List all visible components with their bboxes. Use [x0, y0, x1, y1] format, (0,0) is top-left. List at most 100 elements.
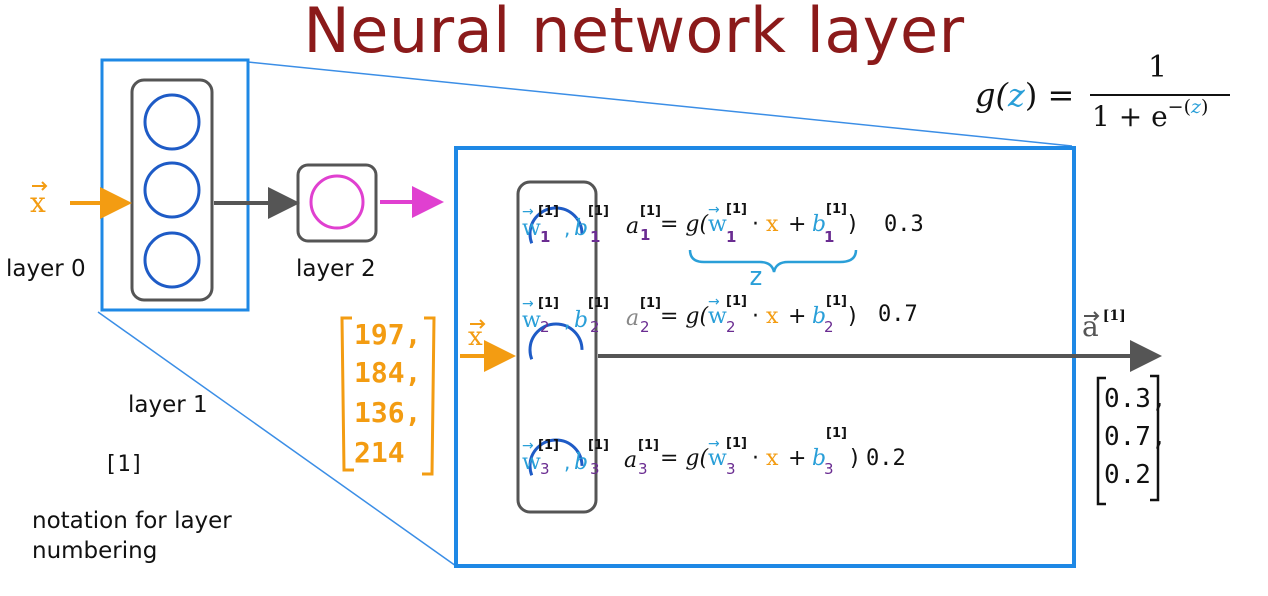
neuron-1-w2: w: [708, 212, 727, 237]
neuron-2-w2-sub: 2: [726, 318, 736, 336]
neuron-2-b-sup: [1]: [588, 296, 609, 311]
neuron-2-dot: ·: [752, 304, 759, 329]
neuron-2-b2-sub: 2: [824, 318, 834, 336]
neuron-1-b2-sup: [1]: [826, 202, 847, 217]
output-a-label: a[1]: [1082, 308, 1126, 343]
neuron-2-a: a: [626, 306, 640, 331]
input-vector-bracket-left: [340, 316, 354, 472]
neuron-1-b-sup: [1]: [588, 204, 609, 219]
layer0-label: layer 0: [6, 256, 86, 282]
neuron-row-2: w → [1] 2 , b [1] 2 a [1] 2 = g( w → [1]…: [518, 294, 958, 350]
neuron-3-w2-arrow: →: [708, 436, 720, 452]
layer2-label: layer 2: [296, 256, 376, 282]
output-vector-bracket-right: [1150, 374, 1160, 502]
detail-x-vector-arrow: [470, 319, 486, 329]
neuron-1-w2-arrow: →: [708, 202, 720, 218]
neuron-2-w-sup: [1]: [538, 296, 559, 311]
notation-line-1: notation for layer: [32, 508, 232, 534]
neuron-3-w-arrow: →: [522, 438, 534, 454]
neuron-1-b: b: [574, 216, 589, 241]
sigmoid-numerator: 1: [1148, 50, 1168, 85]
input-x-label: x: [30, 186, 46, 219]
notation-line-2: numbering: [32, 538, 158, 564]
neuron-3-w-sub: 3: [540, 460, 550, 478]
neuron-1-value: 0.3: [884, 212, 924, 237]
neuron-2-w-sub: 2: [540, 318, 550, 336]
neuron-2-eq: = g(: [660, 304, 709, 329]
layer2-neuron: [309, 174, 365, 230]
sigmoid-exponent: −(z): [1167, 96, 1209, 118]
output-vector-value-1: 0.3,: [1104, 384, 1167, 414]
neuron-1-w-arrow: →: [522, 204, 534, 220]
neuron-2-b2-sup: [1]: [826, 294, 847, 309]
detail-neuron-2: [528, 322, 584, 378]
input-x-vector-arrow: [32, 181, 48, 191]
input-vector-value-1: 197,: [354, 318, 422, 351]
neuron-3-b2-sup: [1]: [826, 426, 847, 441]
neuron-2-w2: w: [708, 304, 727, 329]
detail-layer-box: [516, 180, 598, 514]
neuron-2-x: x: [766, 304, 779, 329]
layer1-label: layer 1: [128, 392, 208, 418]
sigmoid-fn: g(: [975, 76, 1008, 114]
input-vector-bracket-right: [422, 316, 436, 476]
neuron-1-w-sup: [1]: [538, 204, 559, 219]
neuron-3-a-sub: 3: [638, 460, 648, 478]
neuron-1-w: w: [522, 216, 541, 241]
z-brace-label: z: [748, 262, 764, 292]
neuron-3-a: a: [624, 448, 638, 473]
neuron-1-w-sub: 1: [540, 228, 551, 246]
neuron-1-a-sub: 1: [640, 226, 651, 244]
neuron-3-plus: +: [788, 446, 807, 471]
neuron-3-value: 0.2: [866, 446, 906, 471]
neuron-2-plus: +: [788, 304, 807, 329]
neuron-1-plus: +: [788, 212, 807, 237]
neuron-3-b-sup: [1]: [588, 438, 609, 453]
neuron-1-x: x: [766, 212, 779, 237]
output-a: a: [1082, 310, 1099, 343]
neuron-2-b-sub: 2: [590, 318, 600, 336]
slide-title: Neural network layer: [303, 0, 965, 67]
detail-input-x-label: x: [468, 322, 483, 352]
neuron-3-close: ): [850, 446, 859, 471]
neuron-3-b2: b: [812, 446, 827, 471]
neuron-1-a: a: [626, 214, 640, 239]
sigmoid-exp-var-z: z: [1191, 96, 1202, 118]
neuron-1-b2-sub: 1: [824, 228, 835, 246]
sigmoid-denominator-base: 1 + e: [1092, 100, 1168, 133]
neuron-3-eq: = g(: [660, 446, 709, 471]
output-vector-value-3: 0.2: [1104, 460, 1151, 490]
neuron-2-w2-sup: [1]: [726, 294, 747, 309]
neuron-2-close: ): [848, 304, 857, 329]
neuron-1-dot: ·: [752, 212, 759, 237]
neuron-3-x: x: [766, 446, 779, 471]
neuron-row-1: w → [1] 1 , b [1] 1 a [1] 1 = g( w → [1]…: [518, 202, 958, 256]
neuron-3-w: w: [522, 450, 541, 475]
neuron-3-w2: w: [708, 446, 727, 471]
sigmoid-var-z: z: [1007, 76, 1025, 114]
neuron-2-w: w: [522, 308, 541, 333]
output-a-superscript: [1]: [1102, 308, 1126, 324]
output-vector-value-2: 0.7,: [1104, 422, 1167, 452]
sigmoid-close: ) =: [1024, 76, 1075, 114]
neuron-row-3: w → [1] 3 , b [1] 3 a [1] 3 = g( w → [1]…: [518, 426, 958, 490]
detail-neuron-1: [528, 206, 584, 262]
input-vector-value-2: 184,: [354, 356, 422, 389]
input-vector-value-4: 214: [354, 436, 405, 469]
neuron-3-a-sup: [1]: [638, 438, 659, 453]
vector-arrow-marks: [32, 181, 1100, 329]
detail-neuron-3: [528, 438, 584, 494]
neuron-3-w-sup: [1]: [538, 438, 559, 453]
neuron-2-value: 0.7: [878, 302, 918, 327]
neuron-2-comma: ,: [564, 308, 571, 332]
neuron-3-b-sub: 3: [590, 460, 600, 478]
neuron-1-w2-sup: [1]: [726, 202, 747, 217]
neuron-1-eq: = g(: [660, 212, 709, 237]
neuron-1-b2: b: [812, 212, 827, 237]
sigmoid-fraction-bar: [1090, 94, 1230, 96]
sigmoid-denominator: 1 + e−(z): [1092, 96, 1208, 133]
z-brace: [688, 249, 858, 273]
neuron-2-b: b: [574, 308, 589, 333]
